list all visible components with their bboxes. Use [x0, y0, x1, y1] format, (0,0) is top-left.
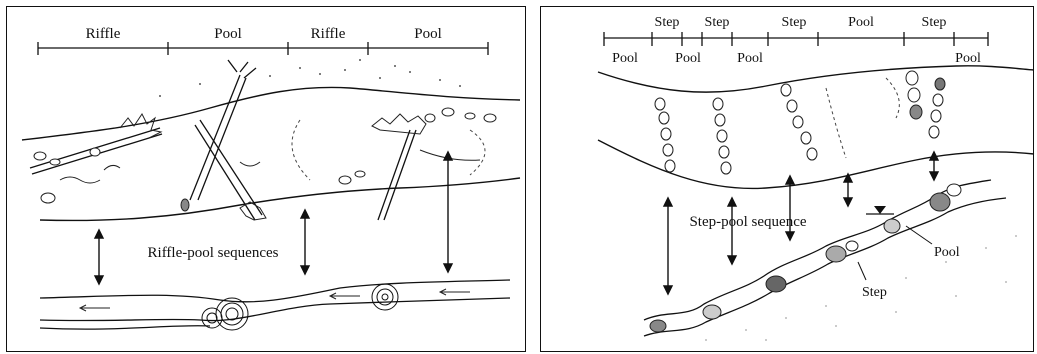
profile-label-step: Step: [862, 285, 887, 300]
profile-boulders: [650, 184, 961, 332]
step-pool-scale-bar: [604, 32, 988, 46]
riffle-pool-diagram: Riffle Pool Riffle Pool: [0, 0, 528, 354]
scale-label-pool-bottom-4: Pool: [955, 51, 981, 66]
longitudinal-profile: [40, 280, 510, 329]
scale-label-step-1: Step: [655, 15, 680, 30]
riffle-pool-panel: Riffle Pool Riffle Pool: [0, 0, 528, 354]
flow-arrows-plan: [60, 150, 480, 183]
cobbles: [34, 108, 496, 211]
riffle-pool-annotation: Riffle-pool sequences: [148, 245, 279, 261]
plan-pool-outlines: [826, 78, 899, 158]
scale-label-step-3: Step: [782, 15, 807, 30]
fallen-trees: [30, 60, 416, 220]
step-pool-annotation: Step-pool sequence: [689, 214, 806, 230]
scale-label-step-4: Step: [922, 15, 947, 30]
riffle-pool-scale-bar: [38, 42, 488, 55]
step-pool-diagram: Step Step Step Pool Step Pool Pool Pool …: [536, 0, 1037, 354]
panel-divider: [528, 0, 536, 354]
scale-label-pool-1: Pool: [214, 26, 242, 42]
scale-label-pool-2: Pool: [414, 26, 442, 42]
foliage-clusters: [120, 114, 426, 220]
step-pool-panel: Step Step Step Pool Step Pool Pool Pool …: [536, 0, 1037, 354]
scale-label-pool-bottom-3: Pool: [737, 51, 763, 66]
bank-texture: [159, 59, 461, 97]
scale-label-step-2: Step: [705, 15, 730, 30]
plan-step-boulders: [655, 71, 945, 174]
pool-outlines: [292, 120, 485, 180]
profile-label-pool: Pool: [934, 245, 960, 260]
water-level-marker: [866, 206, 894, 214]
scale-label-pool-top: Pool: [848, 15, 874, 30]
scale-label-riffle-1: Riffle: [86, 26, 121, 42]
step-channel-banks: [598, 66, 1034, 189]
scale-label-riffle-2: Riffle: [311, 26, 346, 42]
scale-label-pool-bottom-1: Pool: [612, 51, 638, 66]
scale-label-pool-bottom-2: Pool: [675, 51, 701, 66]
